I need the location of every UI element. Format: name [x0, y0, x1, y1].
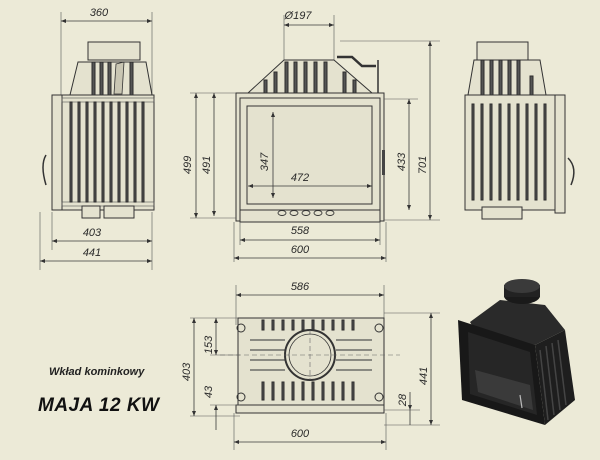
dim-total-height-701: 701 [417, 156, 429, 174]
dim-top-586: 586 [291, 281, 310, 293]
dim-glass-height: 347 [259, 152, 271, 171]
dim-bottom-offset-43: 43 [203, 385, 215, 398]
dim-total-width-600: 600 [291, 244, 310, 256]
right-side-view [464, 41, 575, 220]
dim-top-depth-403: 403 [181, 362, 193, 381]
model-title: MAJA 12 KW [38, 395, 160, 416]
dim-height-491: 491 [201, 156, 213, 174]
dim-left-403: 403 [83, 227, 102, 239]
dim-glass-width: 472 [291, 172, 309, 184]
dim-flue-offset-153: 153 [203, 335, 215, 354]
subtitle-label: Wkład kominkowy [49, 366, 145, 378]
dim-left-441: 441 [83, 247, 101, 259]
top-view: 586 [181, 281, 440, 450]
dim-bottom-offset-28: 28 [397, 393, 409, 407]
front-view: Ø197 [182, 10, 440, 262]
dim-left-360: 360 [90, 7, 109, 19]
isometric-render [458, 279, 575, 425]
dim-height-499: 499 [182, 156, 194, 174]
dim-door-height-433: 433 [396, 152, 408, 171]
dim-flue-diameter: Ø197 [284, 10, 313, 22]
dim-top-depth-441: 441 [418, 367, 430, 385]
dim-door-width-558: 558 [291, 225, 310, 237]
dim-top-600: 600 [291, 428, 310, 440]
left-side-view: 360 [39, 7, 155, 270]
